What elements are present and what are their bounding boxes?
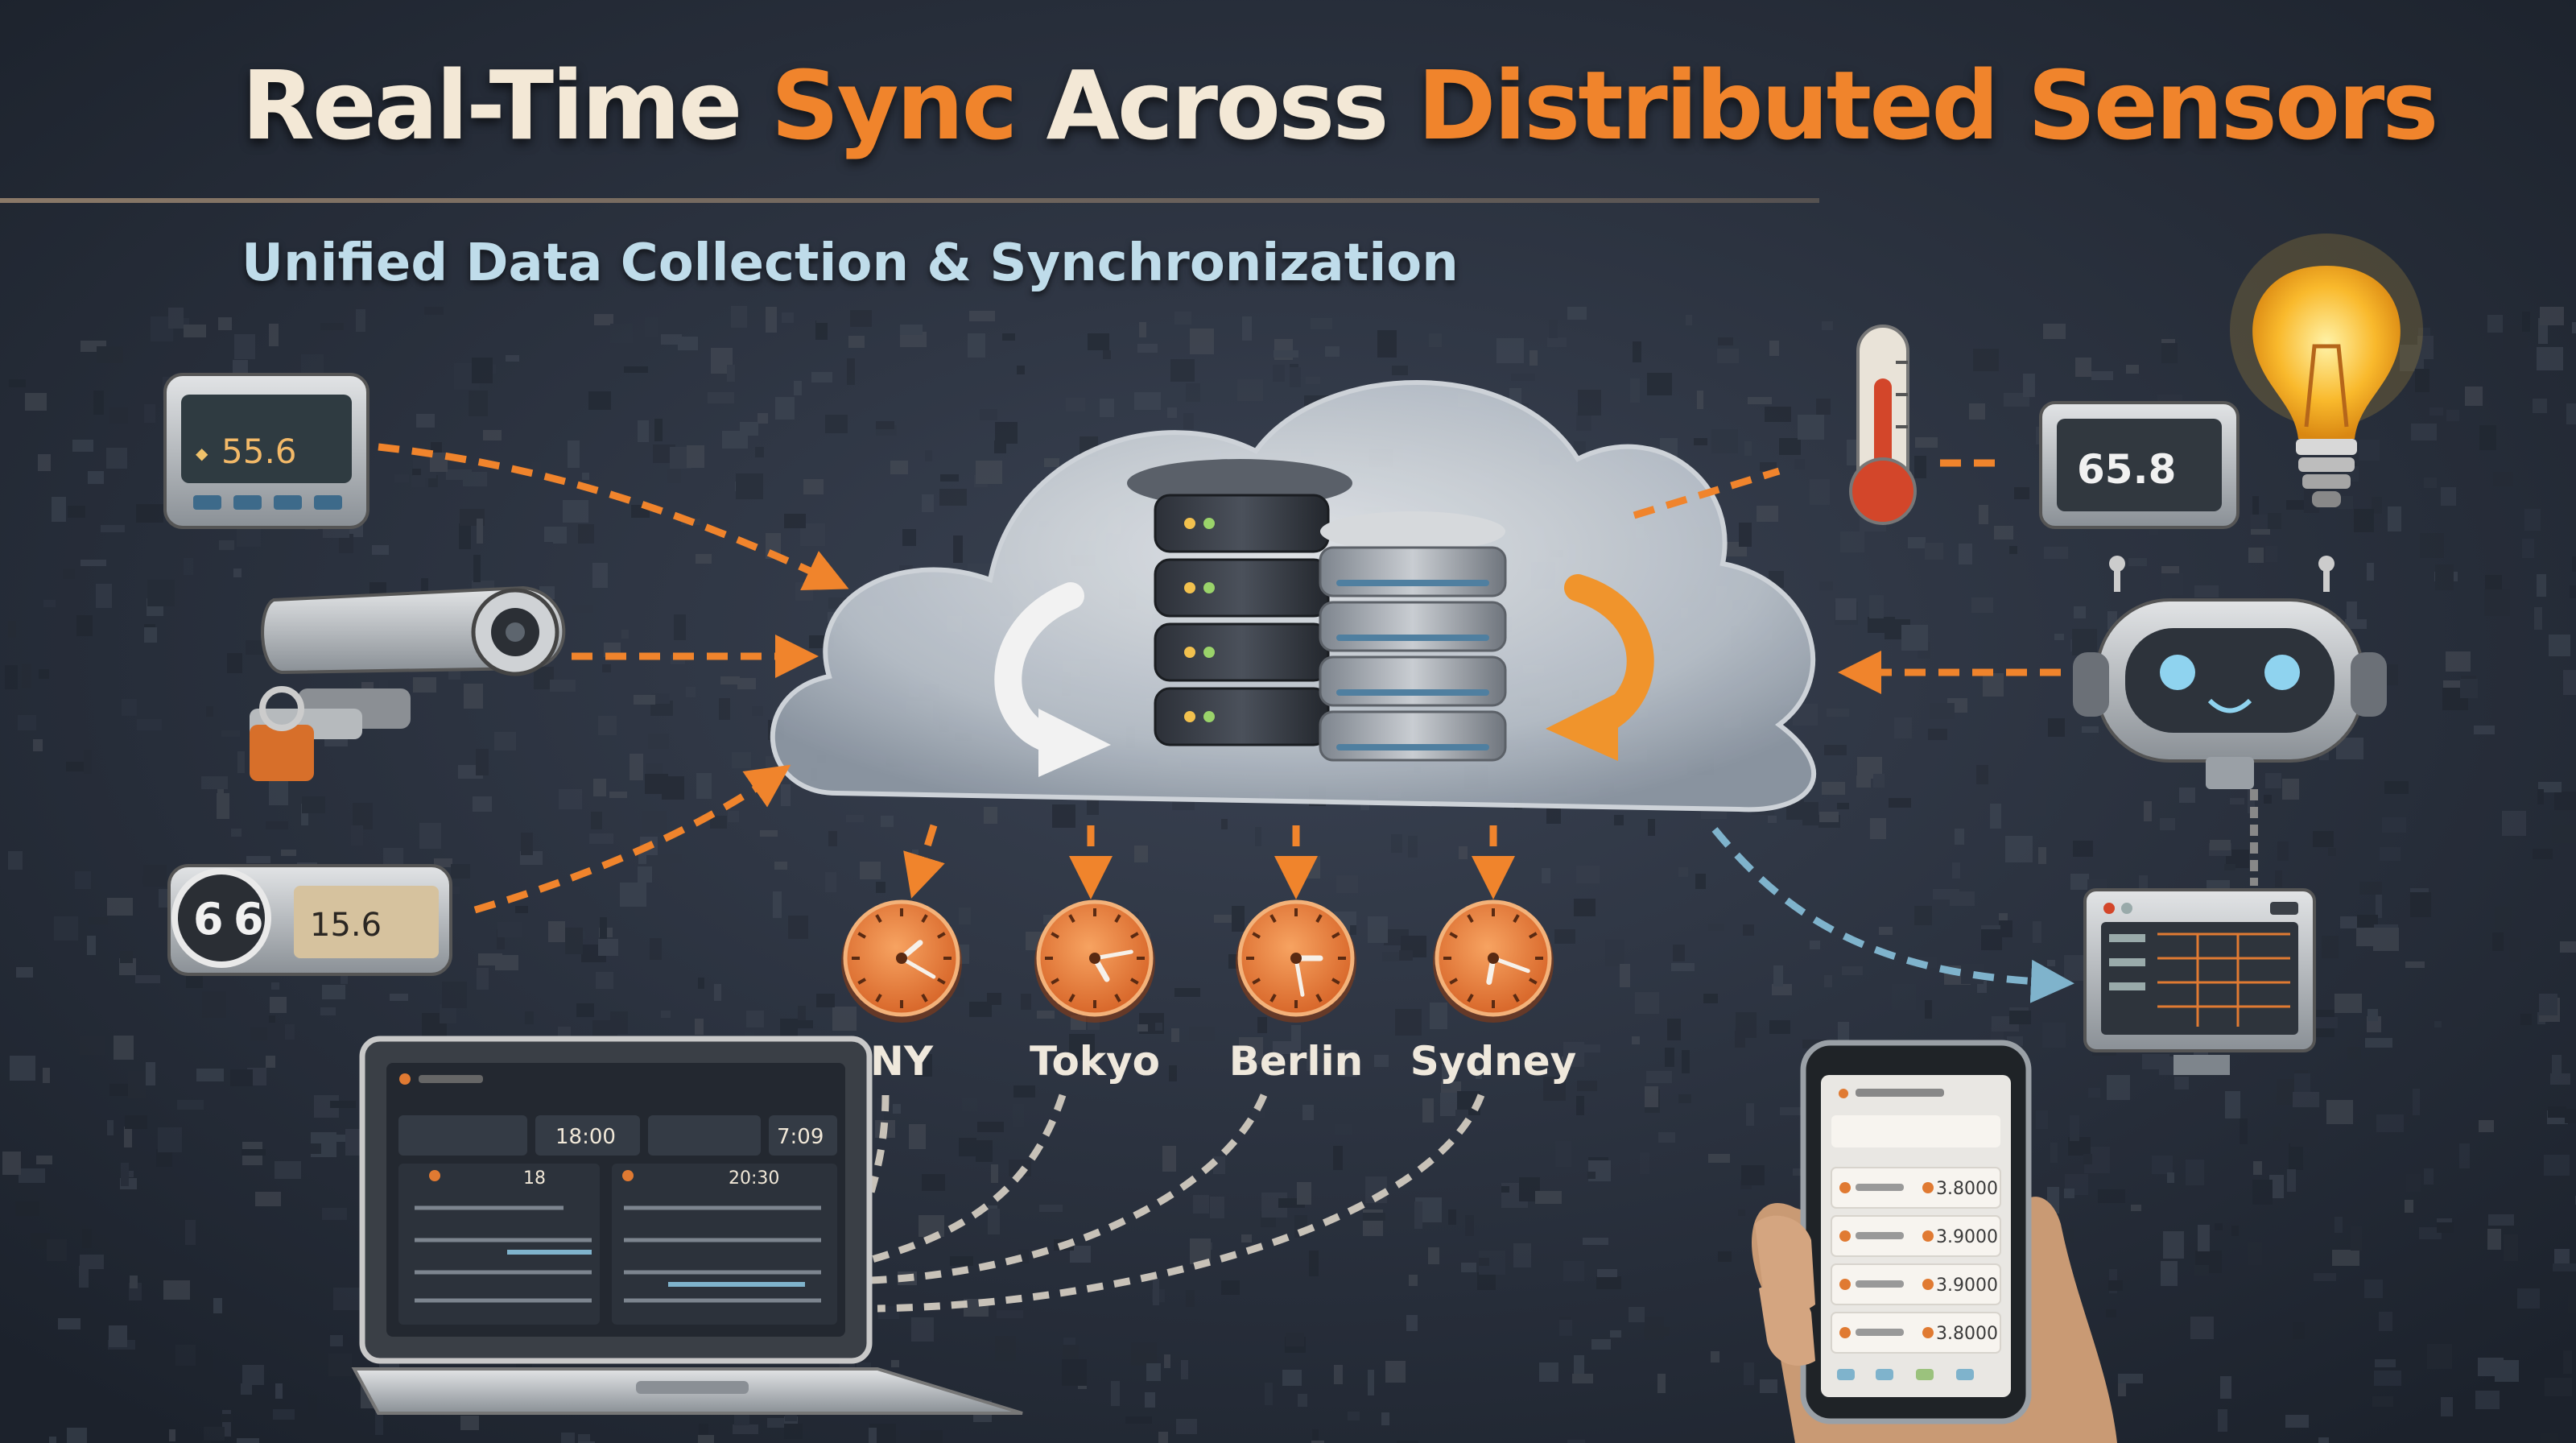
- title-divider: [0, 198, 1819, 203]
- laptop-readout-4: 20:30: [729, 1168, 779, 1189]
- robot-icon: [2073, 556, 2387, 886]
- phone-readout: 3.8000: [1936, 1324, 1998, 1344]
- phone-readout: 3.8000: [1936, 1179, 1998, 1199]
- sync-arrow-left-icon: [994, 582, 1111, 777]
- thermometer-icon: [1849, 325, 1917, 525]
- data-flow-arrows: [378, 443, 2061, 914]
- phone-list-row: 3.8000: [1831, 1312, 2001, 1354]
- laptop-icon: 18:00 7:09 18 20:30: [351, 1036, 1023, 1415]
- clock-city-label: Berlin: [1229, 1038, 1364, 1085]
- page-subtitle: Unified Data Collection & Synchronizatio…: [242, 234, 1459, 293]
- timezone-clocks: NY Tokyo Berlin Sydney: [841, 899, 1577, 1085]
- smartphone-icon: 3.8000 3.9000 3.9000 3.8000: [1752, 1040, 2117, 1443]
- digital-meter-icon: ◆ 55.6: [163, 373, 369, 529]
- thermostat-reading: 65.8: [2077, 446, 2176, 493]
- sync-to-dashboard-arrow: [1711, 827, 2074, 1003]
- title-part-4: Distributed Sensors: [1417, 50, 2439, 161]
- title-part-1: Real-Time: [242, 50, 771, 161]
- laptop-readout-3: 18: [523, 1168, 546, 1189]
- database-stack-icon: [1319, 511, 1507, 762]
- svg-text:6: 6: [233, 894, 264, 945]
- clock-city-label: Tokyo: [1030, 1038, 1160, 1085]
- clock-city-label: Sydney: [1410, 1038, 1577, 1085]
- title-part-2: Sync: [770, 50, 1018, 161]
- security-camera-icon: [250, 585, 566, 781]
- phone-readout: 3.9000: [1936, 1227, 1998, 1247]
- phone-list-row: 3.9000: [1831, 1215, 2001, 1257]
- gauge-reading: 15.6: [310, 907, 382, 944]
- light-bulb-icon: [2230, 234, 2423, 507]
- gauge-sensor-icon: 6 6 15.6: [167, 864, 452, 976]
- server-stack-icon: [1127, 459, 1352, 746]
- phone-list-row: 3.8000: [1831, 1167, 2001, 1209]
- svg-text:6: 6: [193, 894, 224, 945]
- clock-city-label: NY: [870, 1038, 934, 1085]
- laptop-readout-2: 7:09: [777, 1125, 824, 1149]
- clock-icon: Tokyo: [1030, 899, 1160, 1085]
- thermostat-display-icon: 65.8: [2039, 401, 2240, 529]
- title-part-3: Across: [1015, 50, 1418, 161]
- clock-icon: Sydney: [1410, 899, 1577, 1085]
- sync-arrow-right-icon: [1546, 574, 1654, 761]
- svg-text:◆: ◆: [196, 444, 208, 463]
- clock-icon: Berlin: [1229, 899, 1364, 1085]
- phone-readout: 3.9000: [1936, 1276, 1998, 1296]
- laptop-readout-1: 18:00: [555, 1125, 616, 1149]
- dashboard-monitor-icon: [2083, 888, 2316, 1075]
- phone-list-row: 3.9000: [1831, 1263, 2001, 1305]
- meter-reading: 55.6: [221, 432, 297, 471]
- page-title: Real-Time Sync Across Distributed Sensor…: [242, 50, 2439, 161]
- clock-icon: NY: [841, 899, 962, 1085]
